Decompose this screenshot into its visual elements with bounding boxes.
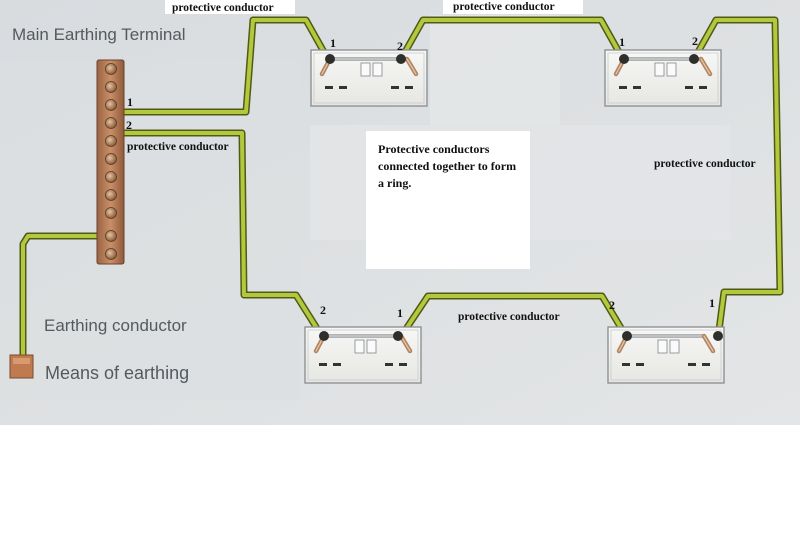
background-panel-top [430, 15, 560, 125]
protective-conductor-ring [109, 16, 784, 342]
socket-number: 2 [692, 34, 698, 48]
protective-conductor-label-bottom: protective conductor [458, 311, 560, 323]
terminal-point [393, 331, 403, 341]
terminal-screw [105, 248, 117, 260]
main-earthing-terminal-label: Main Earthing Terminal [12, 25, 186, 44]
protective-conductor-label-right: protective conductor [654, 158, 756, 170]
socket-number: 1 [709, 296, 715, 310]
socket-number: 1 [619, 35, 625, 49]
label-patch-top-left [165, 0, 295, 14]
background-panel-left [0, 60, 300, 400]
terminal-screw [105, 81, 117, 93]
terminal-point [622, 331, 632, 341]
terminal-screw [105, 153, 117, 165]
terminal-point [325, 54, 335, 64]
earthing-conductor-label: Earthing conductor [44, 316, 187, 335]
means-of-earthing-label: Means of earthing [45, 363, 189, 383]
socket-number: 2 [397, 39, 403, 53]
terminal-screw [105, 63, 117, 75]
terminal-screw [105, 230, 117, 242]
terminal-point [619, 54, 629, 64]
terminal-point [713, 331, 723, 341]
terminal-screw [105, 207, 117, 219]
socket-number: 1 [330, 36, 336, 50]
socket-number: 1 [397, 306, 403, 320]
protective-conductor-label-terminal: protective conductor [127, 141, 229, 153]
terminal-point [319, 331, 329, 341]
ring-explanation-note: Protective conductors connected together… [366, 131, 530, 269]
protective-conductor-label-top-mid: protective conductor [453, 1, 555, 13]
socket-number: 2 [609, 298, 615, 312]
earthing-conductor-wire [19, 232, 103, 358]
terminal-screw [105, 117, 117, 129]
terminal-number-1: 1 [127, 95, 133, 109]
terminal-screw [105, 135, 117, 147]
socket-terminals [319, 54, 723, 341]
label-patch-top-mid [443, 0, 583, 14]
terminal-screw [105, 171, 117, 183]
means-of-earthing-block [9, 354, 34, 379]
terminal-screw [105, 189, 117, 201]
terminal-point [689, 54, 699, 64]
terminal-number-2: 2 [126, 118, 132, 132]
terminal-screw [105, 99, 117, 111]
main-earthing-terminal-bar [96, 59, 125, 265]
socket-number: 2 [320, 303, 326, 317]
terminal-point [396, 54, 406, 64]
protective-conductor-label-top-left: protective conductor [172, 2, 274, 14]
